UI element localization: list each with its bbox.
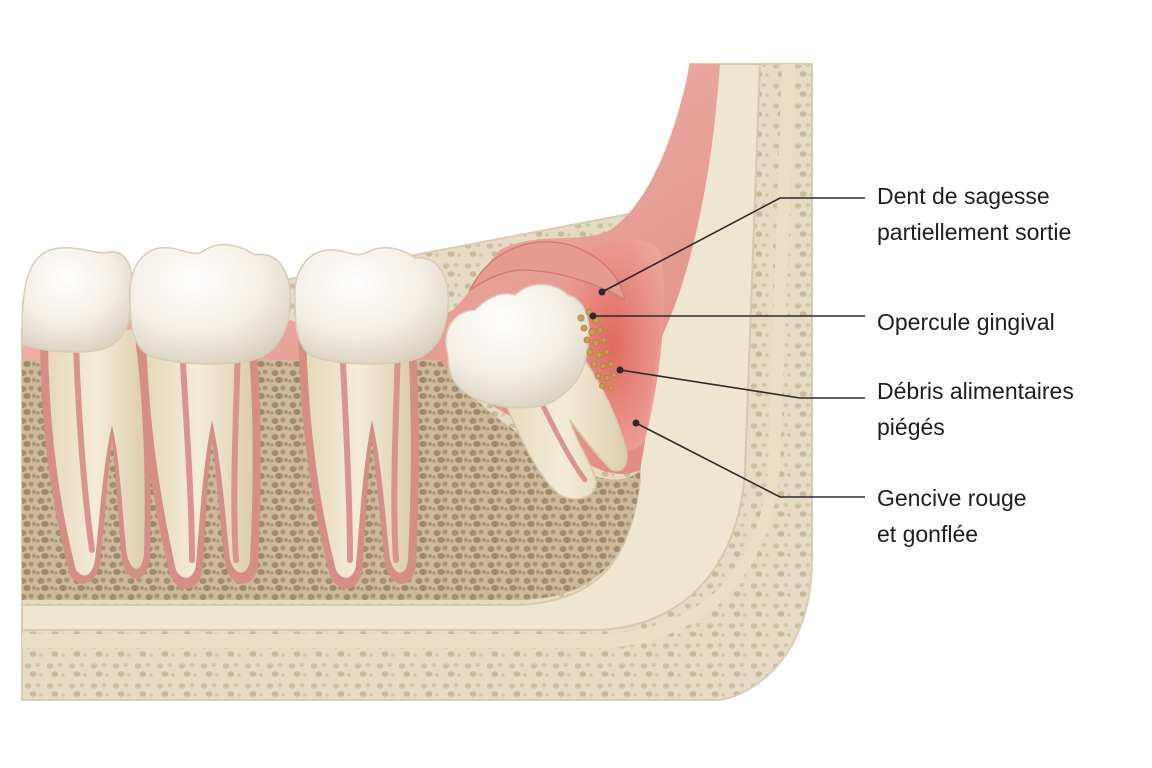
- leader-dots: [589, 288, 640, 427]
- label-wisdom-tooth-line1: Dent de sagesse: [877, 183, 1050, 209]
- food-debris: [577, 308, 617, 391]
- label-food-debris: Débris alimentaires piégés: [877, 378, 1080, 440]
- leader-wisdom-tooth: [601, 197, 865, 293]
- molar-2: [129, 243, 291, 589]
- label-gum-line2: et gonflée: [877, 521, 978, 547]
- label-food-debris-line1: Débris alimentaires: [877, 378, 1074, 404]
- leader-debris: [619, 369, 865, 399]
- operculum-flap: [468, 241, 627, 302]
- label-wisdom-tooth: Dent de sagesse partiellement sortie: [877, 183, 1071, 245]
- molar-3: [294, 246, 449, 589]
- molar-1: [21, 246, 151, 584]
- leader-lines: [593, 197, 865, 498]
- cortical-bone-lower: [22, 64, 795, 648]
- label-operculum-line1: Opercule gingival: [877, 309, 1055, 335]
- label-gum-line1: Gencive rouge: [877, 485, 1027, 511]
- inflamed-gum: [560, 239, 665, 451]
- label-wisdom-tooth-line2: partiellement sortie: [877, 219, 1071, 245]
- leader-gum: [635, 422, 865, 498]
- label-operculum: Opercule gingival: [877, 309, 1055, 335]
- wisdom-tooth: [445, 283, 628, 500]
- label-food-debris-line2: piégés: [877, 414, 945, 440]
- label-gum: Gencive rouge et gonflée: [877, 485, 1033, 547]
